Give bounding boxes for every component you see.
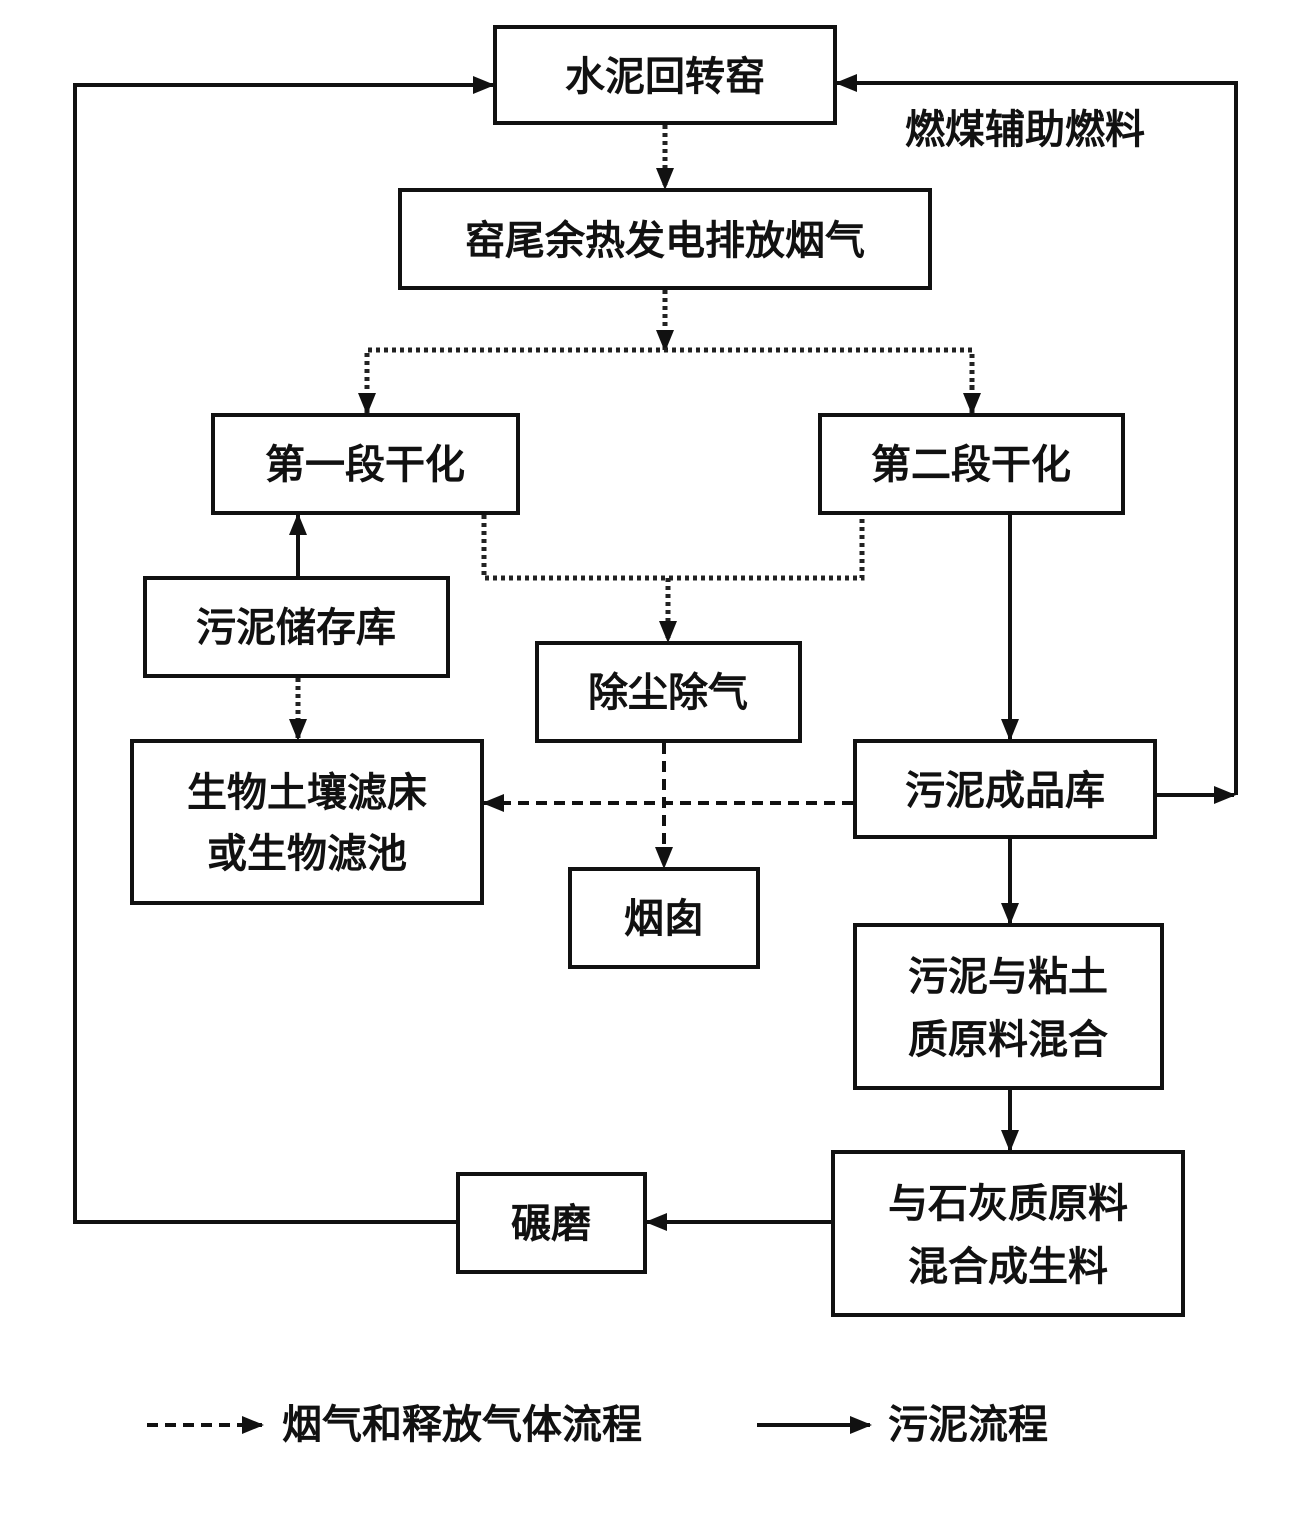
- node-stage2-drying: 第二段干化: [818, 413, 1125, 515]
- node-cement-kiln-label: 水泥回转窑: [565, 54, 765, 100]
- legend-sludge-flow-label: 污泥流程: [888, 1402, 1048, 1448]
- node-sludge-storage: 污泥储存库: [143, 576, 450, 678]
- node-sludge-storage-label: 污泥储存库: [196, 605, 396, 651]
- node-biofilter-label-line1: 生物土壤滤床: [187, 770, 427, 816]
- node-mix-lime-label-line1: 与石灰质原料: [888, 1181, 1128, 1227]
- node-chimney-label: 烟囱: [624, 896, 704, 942]
- node-sludge-product: 污泥成品库: [853, 739, 1157, 839]
- edge-fuel-loop-to-kiln: [835, 74, 1238, 795]
- node-grinding-label: 碾磨: [511, 1201, 591, 1247]
- node-cement-kiln: 水泥回转窑: [493, 25, 837, 125]
- node-stage1-drying: 第一段干化: [211, 413, 520, 515]
- node-mix-clay: 污泥与粘土 质原料混合: [853, 923, 1164, 1090]
- node-dust-removal: 除尘除气: [535, 641, 802, 743]
- node-biofilter-label-line2: 或生物滤池: [207, 831, 407, 877]
- node-kiln-exhaust-label: 窑尾余热发电排放烟气: [465, 218, 865, 264]
- node-biofilter: 生物土壤滤床 或生物滤池: [130, 739, 484, 905]
- node-mix-clay-label-line1: 污泥与粘土: [908, 954, 1108, 1000]
- edge-grinding-to-kiln: [73, 76, 495, 1224]
- node-mix-lime-label-line2: 混合成生料: [908, 1244, 1108, 1290]
- node-dust-removal-label: 除尘除气: [588, 670, 748, 716]
- edge-drying-gas-collector: [481, 515, 865, 581]
- node-mix-lime: 与石灰质原料 混合成生料: [831, 1150, 1185, 1317]
- node-stage1-drying-label: 第一段干化: [265, 442, 465, 488]
- edge-split-lines: [364, 347, 975, 413]
- node-mix-clay-label-line2: 质原料混合: [908, 1017, 1108, 1063]
- legend-gas-flow-label: 烟气和释放气体流程: [282, 1402, 642, 1448]
- node-chimney: 烟囱: [568, 867, 760, 969]
- legend: 烟气和释放气体流程 污泥流程: [147, 1402, 1048, 1448]
- node-grinding: 碾磨: [456, 1172, 647, 1274]
- node-sludge-product-label: 污泥成品库: [905, 768, 1105, 814]
- coal-auxiliary-fuel-label: 燃煤辅助燃料: [905, 107, 1145, 153]
- node-stage2-drying-label: 第二段干化: [871, 442, 1071, 488]
- node-kiln-exhaust: 窑尾余热发电排放烟气: [398, 188, 932, 290]
